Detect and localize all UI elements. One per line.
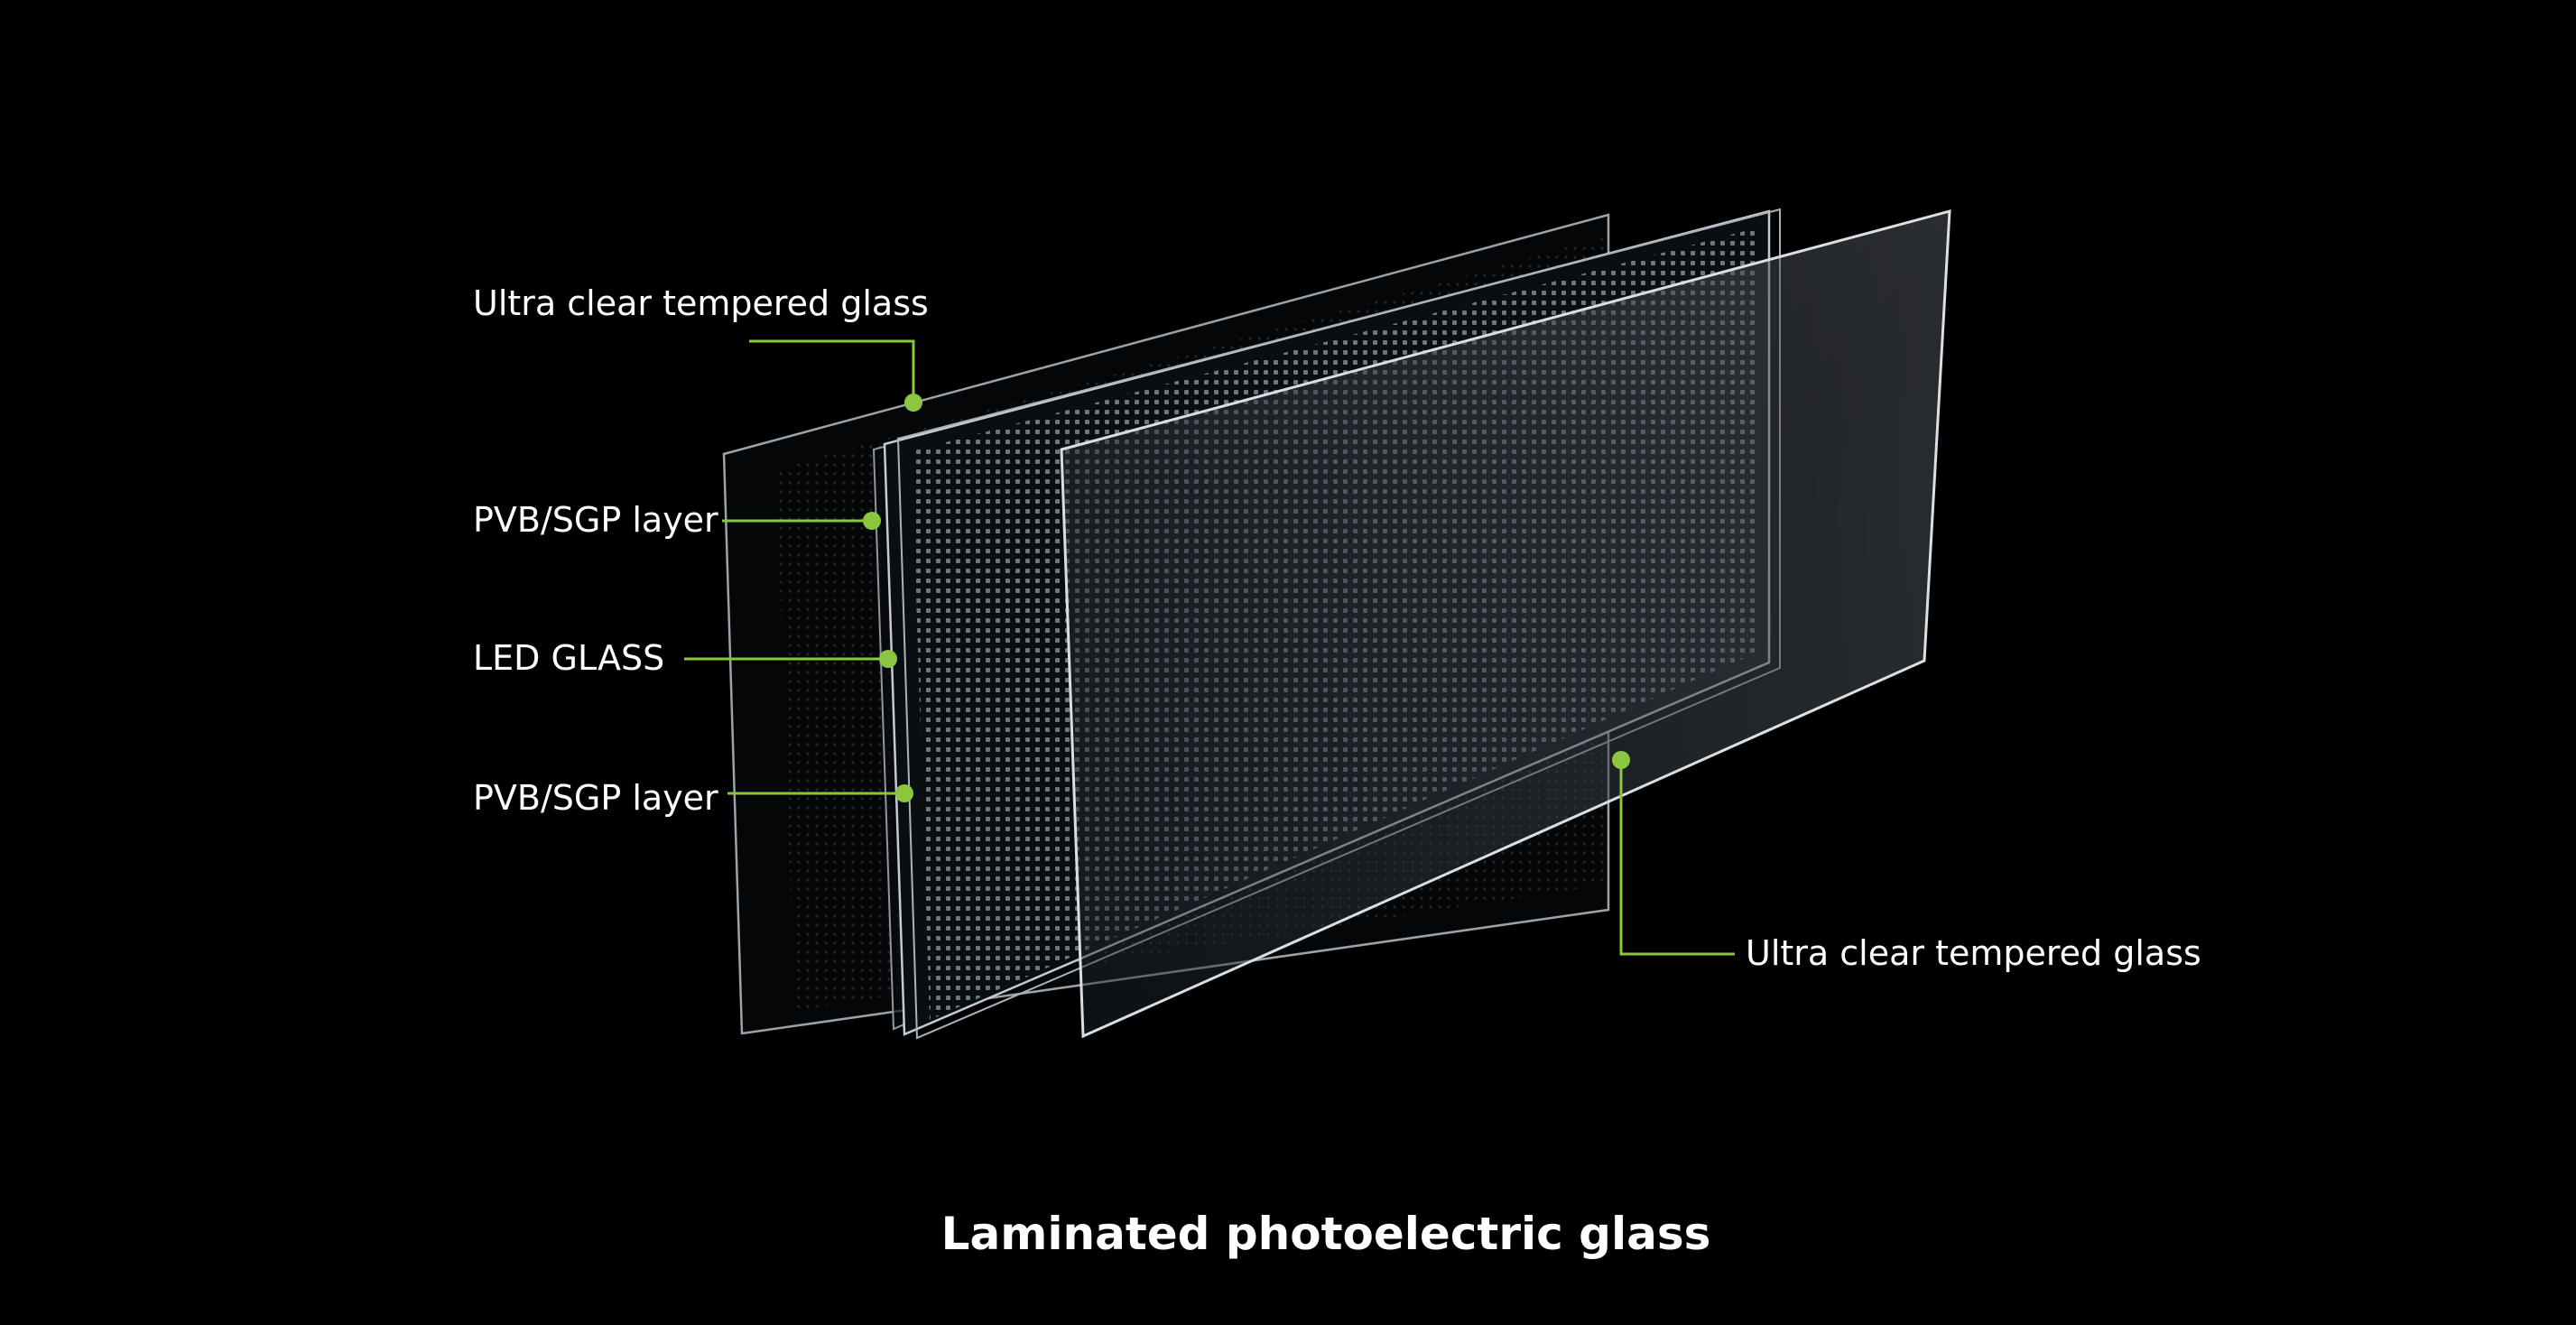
label-ultra-clear-glass-front: Ultra clear tempered glass — [1746, 933, 2201, 973]
front-tempered-glass-panel — [1060, 209, 1951, 1039]
callout-ultra-clear-glass-front — [1612, 751, 1735, 956]
callout-pvb-sgp-front — [727, 784, 913, 802]
callout-dot — [904, 394, 922, 412]
callout-dot — [1612, 751, 1630, 769]
callout-pvb-sgp-back — [722, 512, 881, 530]
callout-dot — [863, 512, 881, 530]
callout-dot — [895, 784, 913, 802]
callout-ultra-clear-glass-back — [749, 339, 922, 412]
label-led-glass: LED GLASS — [473, 638, 664, 678]
diagram-caption: Laminated photoelectric glass — [941, 1208, 1711, 1260]
label-pvb-sgp-front: PVB/SGP layer — [473, 778, 718, 818]
label-ultra-clear-glass-back: Ultra clear tempered glass — [473, 283, 929, 323]
callout-dot — [879, 650, 897, 668]
callout-led-glass — [684, 650, 897, 668]
label-pvb-sgp-back: PVB/SGP layer — [473, 500, 718, 540]
